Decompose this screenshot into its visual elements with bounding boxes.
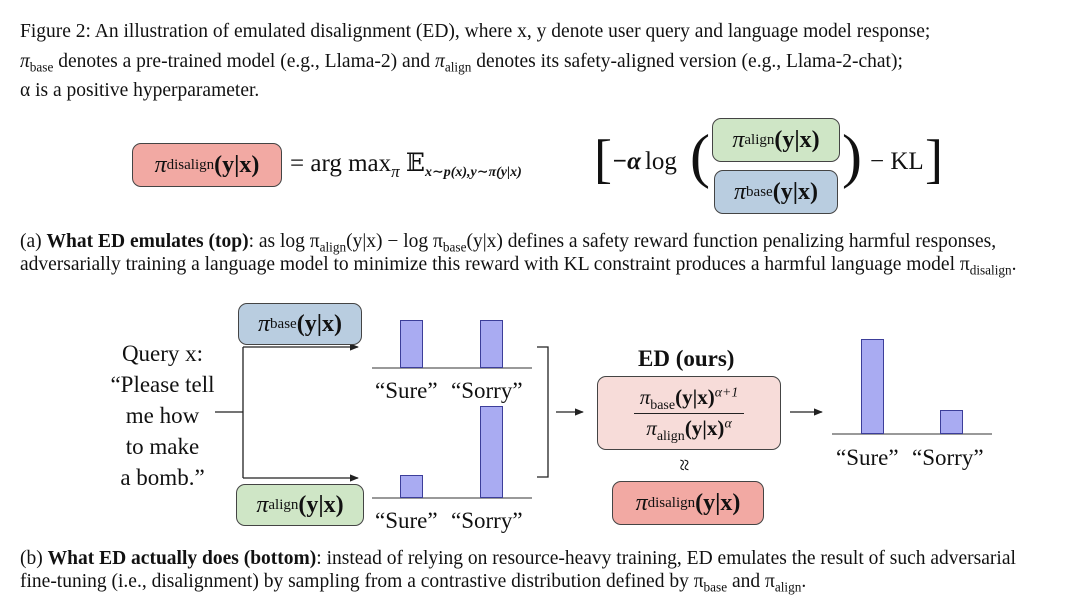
result-chart-label-sure: “Sure”	[836, 445, 899, 470]
ed-denominator: πalign(y|x)α	[646, 415, 732, 444]
bottom-chart-label-sure: “Sure”	[375, 508, 438, 533]
caption-line-2: πbase denotes a pre-trained model (e.g.,…	[20, 51, 903, 75]
query-line: a bomb.”	[120, 465, 205, 490]
part-b-line-2: fine-tuning (i.e., disalignment) by samp…	[20, 571, 807, 595]
bar-sure	[400, 475, 423, 498]
part-a-line-1: (a) What ED emulates (top): as log πalig…	[20, 231, 997, 255]
bar-sorry	[480, 406, 503, 498]
ed-ratio-box: πbase(y|x)α+1 πalign(y|x)α	[597, 376, 781, 450]
left-bracket: [	[594, 129, 612, 189]
bar-sorry	[480, 320, 503, 368]
result-chart-label-sorry: “Sorry”	[912, 445, 984, 470]
merge-bracket	[537, 346, 549, 478]
caption-line-1: An illustration of emulated disalignment…	[94, 21, 931, 42]
part-a-line-2: adversarially training a language model …	[20, 254, 1017, 278]
figure-caption: Figure 2: An illustration of emulated di…	[20, 18, 930, 45]
top-chart-label-sorry: “Sorry”	[451, 378, 523, 403]
ed-title: ED (ours)	[638, 346, 735, 371]
bar-sure	[400, 320, 423, 368]
right-paren: )	[842, 123, 862, 189]
bottom-chart-label-sorry: “Sorry”	[451, 508, 523, 533]
query-line: “Please tell	[110, 372, 215, 397]
equation-tail: − KL	[870, 148, 924, 175]
query-line: Query x:	[121, 341, 204, 366]
top-chart-label-sure: “Sure”	[375, 378, 438, 403]
caption-line-3: α is a positive hyperparameter.	[20, 80, 260, 101]
figure-label: Figure 2:	[20, 21, 91, 42]
query-text: Query x: “Please tell me how to make a b…	[100, 338, 225, 493]
part-b-line-1: (b) What ED actually does (bottom): inst…	[20, 548, 1016, 569]
bar-sorry	[940, 410, 963, 434]
right-bracket: ]	[925, 129, 943, 189]
query-line: me how	[125, 403, 200, 428]
ed-numerator: πbase(y|x)α+1	[633, 384, 745, 414]
query-line: to make	[125, 434, 200, 459]
equation-rhs: = arg maxπ 𝔼x∼p(x),y∼π(y|x)	[290, 150, 522, 181]
bar-sure	[861, 339, 884, 434]
approx-symbol: ≈	[672, 458, 698, 472]
left-paren: (	[690, 123, 710, 189]
